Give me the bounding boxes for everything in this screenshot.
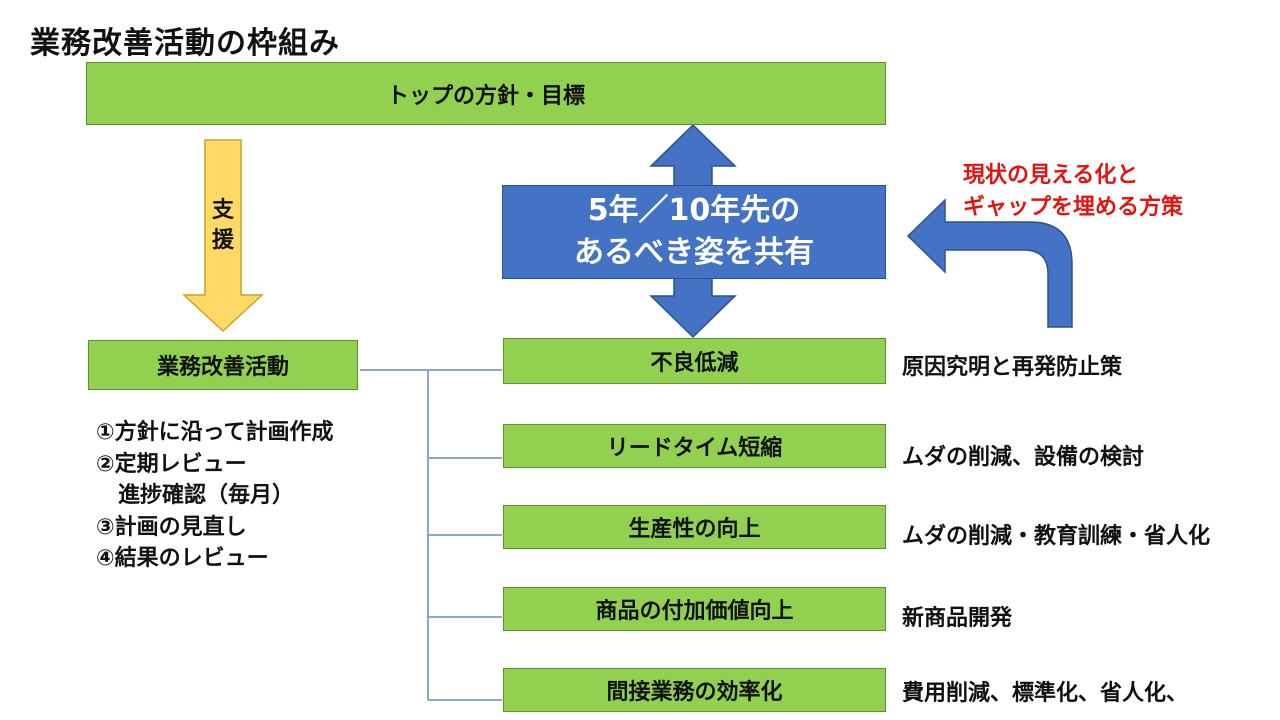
item-box-indirect-efficiency: 間接業務の効率化 — [503, 668, 886, 712]
step-item: 進捗確認（毎月） — [96, 483, 295, 508]
item-note-defect: 原因究明と再発防止策 — [902, 355, 1123, 380]
activity-steps: ①方針に沿って計画作成 ②定期レビュー 進捗確認（毎月） ③計画の見直し ④結果… — [96, 417, 334, 575]
down-arrow — [649, 277, 737, 339]
item-note-productivity: ムダの削減・教育訓練・省人化 — [902, 524, 1211, 549]
connector-lines — [360, 369, 502, 701]
item-box-lead-time: リードタイム短縮 — [503, 424, 886, 468]
shared-vision-box: 5年／10年先の あるべき姿を共有 — [502, 185, 886, 279]
top-policy-box: トップの方針・目標 — [86, 62, 886, 125]
up-arrow — [649, 123, 737, 187]
curved-arrow — [906, 198, 1073, 328]
step-item: ④結果のレビュー — [96, 546, 269, 571]
item-note-lead-time: ムダの削減、設備の検討 — [902, 445, 1145, 470]
item-note-indirect: 費用削減、標準化、省人化、 — [902, 681, 1189, 706]
item-box-productivity: 生産性の向上 — [503, 505, 886, 549]
item-box-defect-reduction: 不良低減 — [503, 338, 886, 384]
step-item: ②定期レビュー — [96, 451, 247, 477]
visualize-line-1: 現状の見える化と — [963, 163, 1139, 188]
item-note-value-added: 新商品開発 — [902, 606, 1013, 631]
support-label: 支 援 — [205, 196, 241, 256]
step-item: ③計画の見直し — [96, 514, 247, 540]
shared-vision-line-2: あるべき姿を共有 — [574, 235, 814, 270]
shared-vision-line-1: 5年／10年先の — [587, 193, 801, 228]
item-box-value-added: 商品の付加価値向上 — [503, 587, 886, 631]
visualize-line-2: ギャップを埋める方策 — [963, 195, 1184, 220]
improvement-activity-box: 業務改善活動 — [88, 340, 358, 390]
visualize-note: 現状の見える化と ギャップを埋める方策 — [963, 160, 1183, 224]
support-char-2: 援 — [211, 228, 234, 253]
support-arrow — [182, 139, 264, 333]
step-item: ①方針に沿って計画作成 — [96, 420, 334, 445]
page-title: 業務改善活動の枠組み — [30, 26, 340, 61]
support-char-1: 支 — [211, 198, 234, 223]
